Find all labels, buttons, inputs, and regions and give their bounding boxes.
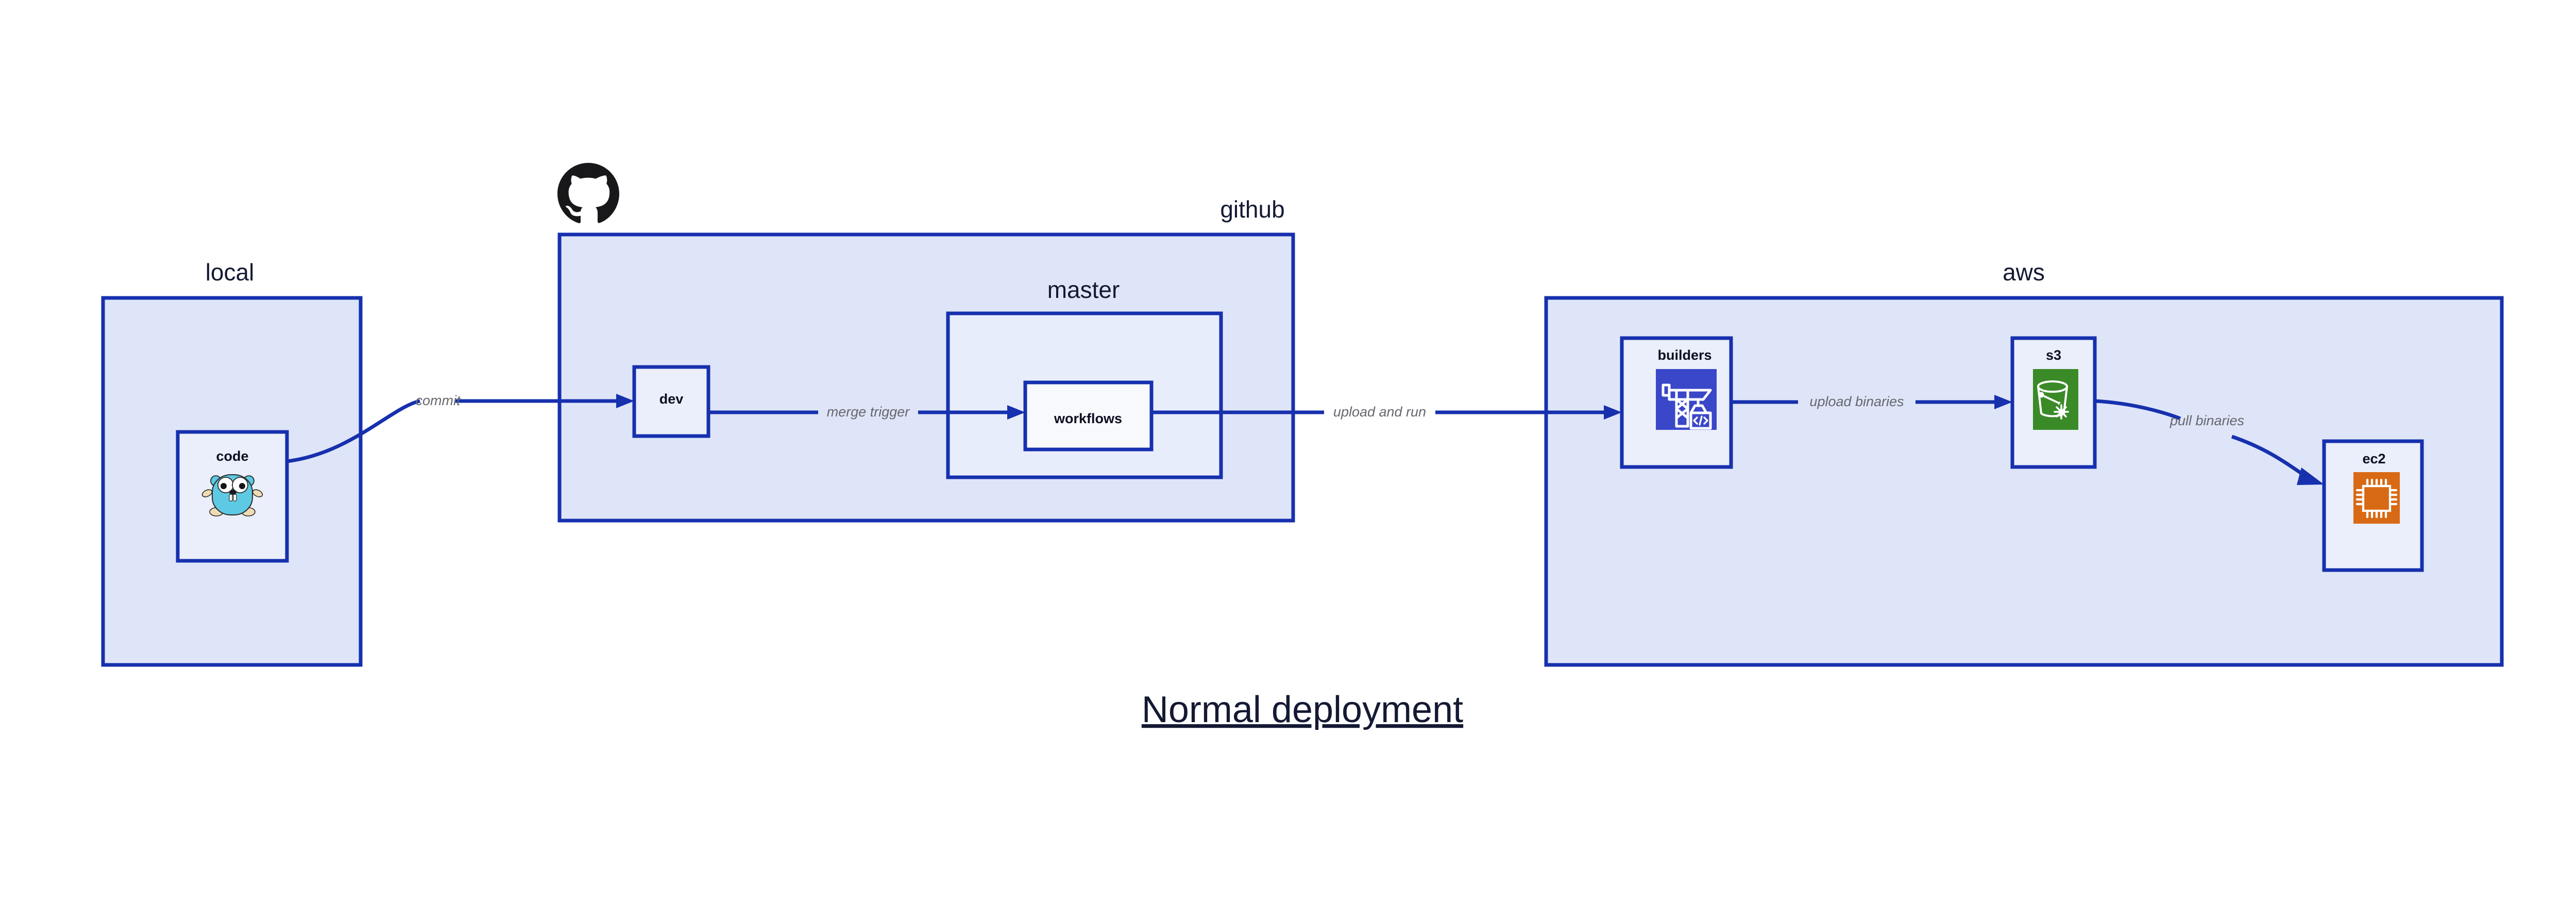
group-github: github dev master workflows bbox=[557, 163, 1295, 523]
group-label-aws: aws bbox=[2003, 259, 2045, 286]
group-label-github: github bbox=[1220, 196, 1284, 223]
edge-label-commit: commit bbox=[416, 393, 461, 408]
node-label-code: code bbox=[216, 448, 248, 464]
node-label-s3: s3 bbox=[2046, 347, 2061, 363]
edge-merge-trigger: merge trigger bbox=[708, 404, 1025, 420]
node-code[interactable]: code bbox=[176, 430, 289, 563]
group-aws: aws builders bbox=[1544, 259, 2504, 667]
group-master: master workflows bbox=[946, 276, 1223, 479]
node-label-builders: builders bbox=[1657, 347, 1711, 363]
node-ec2[interactable]: ec2 bbox=[2322, 439, 2424, 572]
node-box-dev[interactable] bbox=[632, 365, 710, 438]
edge-label-upload-binaries: upload binaries bbox=[1809, 394, 1904, 409]
node-workflows[interactable]: workflows bbox=[1023, 380, 1154, 452]
github-octocat-icon bbox=[557, 163, 619, 224]
aws-ec2-chip-icon bbox=[2353, 472, 2400, 524]
go-gopher-icon bbox=[201, 474, 263, 516]
group-label-master: master bbox=[1047, 276, 1120, 303]
edge-label-upload-and-run: upload and run bbox=[1333, 404, 1426, 420]
edge-label-merge-trigger: merge trigger bbox=[827, 404, 910, 420]
aws-s3-bucket-icon bbox=[2033, 369, 2078, 430]
edge-commit: commit bbox=[286, 393, 634, 463]
node-label-ec2: ec2 bbox=[2362, 451, 2385, 466]
edge-pull-binaries: pull binaries bbox=[2094, 399, 2324, 485]
group-local: local code bbox=[101, 259, 363, 667]
node-dev[interactable]: dev bbox=[632, 365, 710, 438]
edge-upload-binaries: upload binaries bbox=[1731, 394, 2012, 409]
group-label-local: local bbox=[206, 259, 255, 286]
diagram-title: Normal deployment bbox=[1142, 689, 1463, 730]
aws-builders-crane-icon bbox=[1656, 369, 1717, 430]
node-s3[interactable]: s3 bbox=[2010, 336, 2097, 469]
node-box-workflows[interactable] bbox=[1023, 380, 1154, 452]
edge-upload-and-run: upload and run bbox=[1151, 404, 1622, 420]
node-label-workflows: workflows bbox=[1054, 411, 1122, 426]
node-label-dev: dev bbox=[659, 391, 684, 407]
node-builders[interactable]: builders bbox=[1620, 336, 1733, 469]
edge-label-pull-binaries: pull binaries bbox=[2170, 413, 2244, 428]
